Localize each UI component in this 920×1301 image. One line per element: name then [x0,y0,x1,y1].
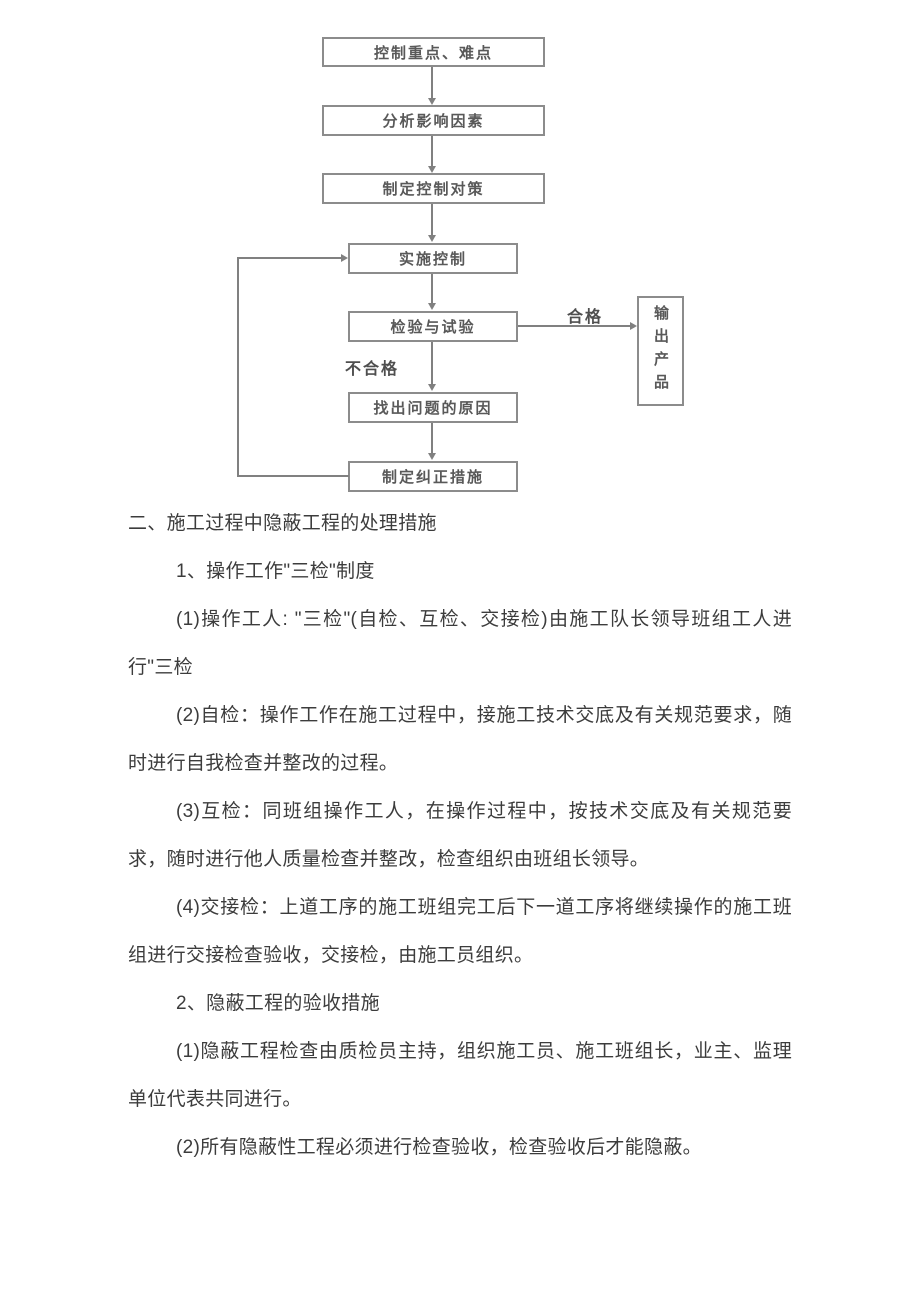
flow-loop-line-bottom [237,475,349,477]
section-heading: 二、施工过程中隐蔽工程的处理措施 [128,513,437,534]
flow-arrow-right-icon [518,321,637,330]
flow-box-corrective-measures: 制定纠正措施 [348,461,518,492]
edge-label-pass: 合格 [567,309,604,326]
flow-loop-line-vertical [237,257,239,477]
paragraph-three-check-system: 1、操作工作"三检"制度 [176,561,375,582]
flow-box-control-key-points: 控制重点、难点 [322,37,545,67]
flow-arrow-down-icon [427,274,436,310]
paragraph-acceptance-participants: (1)隐蔽工程检查由质检员主持，组织施工员、施工班组长，业主、监理单位代表共同进… [128,1041,792,1110]
flow-box-analyze-factors: 分析影响因素 [322,105,545,136]
paragraph-self-check: (2)自检：操作工作在施工过程中，接施工技术交底及有关规范要求，随时进行自我检查… [128,705,792,774]
flow-loop-arrow-right-icon [237,253,348,262]
paragraph-acceptance-requirement: (2)所有隐蔽性工程必须进行检查验收，检查验收后才能隐蔽。 [176,1137,702,1158]
flow-arrow-down-icon [427,423,436,460]
flow-box-find-problem-cause: 找出问题的原因 [348,392,518,423]
flow-box-output-product: 输出产品 [637,296,684,406]
flow-box-implement-control: 实施控制 [348,243,518,274]
paragraph-hidden-works-acceptance: 2、隐蔽工程的验收措施 [176,993,380,1014]
flow-box-inspection-test: 检验与试验 [348,311,518,342]
flow-arrow-down-icon [427,204,436,242]
quality-control-flowchart: 控制重点、难点 分析影响因素 制定控制对策 实施控制 检验与试验 不合格 找出问… [0,0,920,505]
flow-box-control-countermeasures: 制定控制对策 [322,173,545,204]
flow-arrow-down-icon [427,136,436,173]
flow-arrow-down-icon [427,67,436,105]
paragraph-handover-check: (4)交接检：上道工序的施工班组完工后下一道工序将继续操作的施工班组进行交接检查… [128,897,792,966]
edge-label-fail: 不合格 [345,361,400,378]
paragraph-mutual-check: (3)互检：同班组操作工人，在操作过程中，按技术交底及有关规范要求，随时进行他人… [128,801,792,870]
document-body: 二、施工过程中隐蔽工程的处理措施 1、操作工作"三检"制度 (1)操作工人: "… [128,500,792,1172]
paragraph-operators: (1)操作工人: "三检"(自检、互检、交接检)由施工队长领导班组工人进行"三检 [128,609,792,678]
flow-arrow-down-icon [427,342,436,391]
